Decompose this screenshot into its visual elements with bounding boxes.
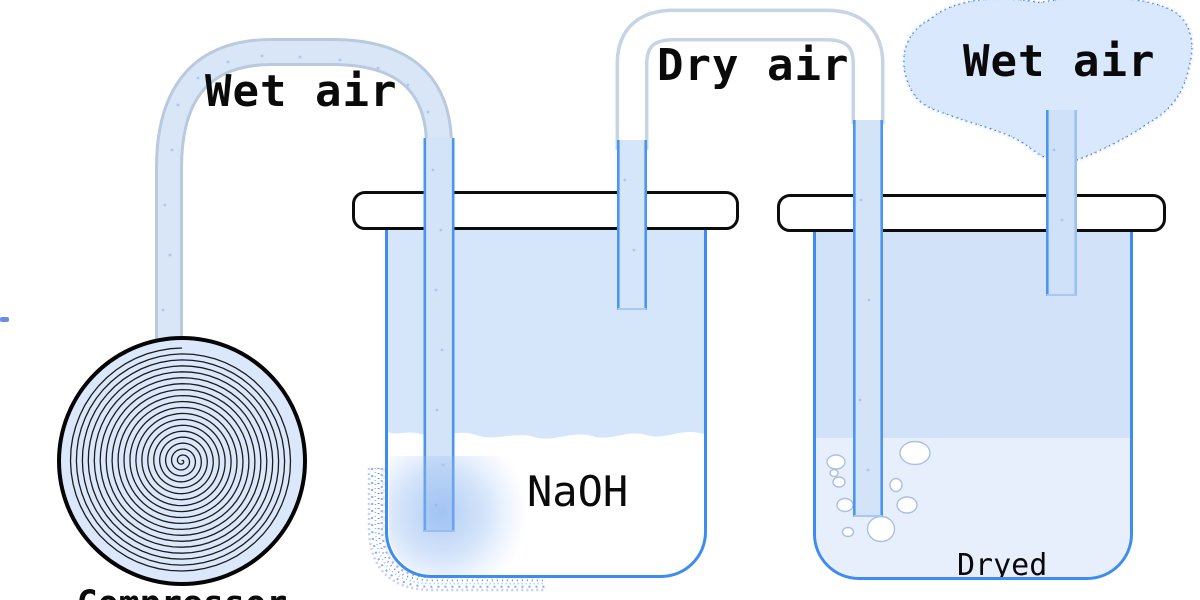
compressor-icon [57, 336, 307, 586]
naoh-label: NaOH [527, 467, 629, 516]
dry-air-label: Dry air [657, 40, 850, 91]
vessel1-lid [352, 191, 739, 230]
naoh-gas-space-icon [388, 228, 704, 439]
dried-chemical-label-line1: Dryed [957, 548, 1048, 580]
compressor-spiral-icon [69, 347, 292, 572]
wet-air-out-label: Wet air [963, 36, 1156, 87]
compressor-label: Compressor [57, 584, 307, 600]
dried-chemical-label: Dryed chemical [957, 478, 1102, 580]
wet-air-in-label: Wet air [205, 66, 398, 117]
edge-artifact [0, 317, 9, 322]
vessel2-lid [777, 194, 1166, 232]
bubbles-icon [826, 440, 931, 543]
vessel-naoh: NaOH [385, 228, 707, 578]
vessel-dried-chemical: Dryed chemical [813, 232, 1133, 580]
cloud-icon [890, 0, 1200, 175]
